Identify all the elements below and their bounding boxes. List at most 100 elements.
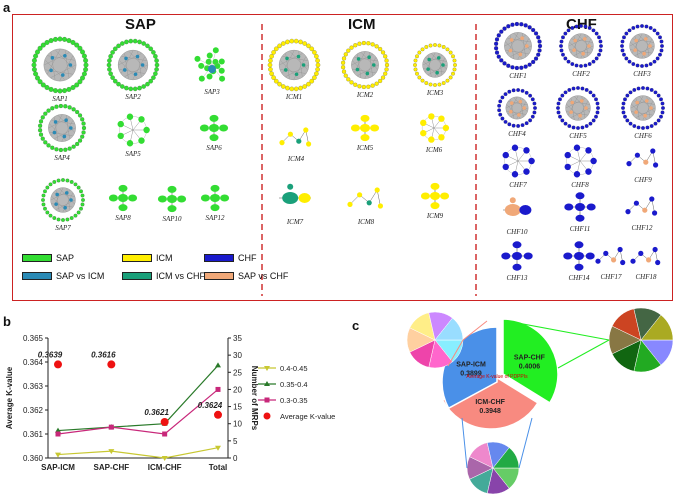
network-label: CHF18	[635, 273, 657, 281]
network-chf7	[502, 144, 535, 178]
legend-icm-vs-chf: ICM vs CHF	[122, 271, 205, 281]
y2-tick-label: 0	[233, 454, 238, 463]
connector-line	[462, 320, 488, 341]
network-label: ICM4	[287, 155, 305, 163]
data-label: 0.3639	[38, 350, 63, 359]
legend-swatch-icm-vs-chf	[122, 272, 152, 280]
pie-center-text: Average K-value of PDPPIs	[466, 374, 528, 380]
data-point	[215, 445, 221, 451]
y-tick-label: 0.363	[23, 382, 44, 391]
sub-pie	[406, 311, 464, 369]
legend-label-icm-vs-chf: ICM vs CHF	[156, 271, 205, 281]
legend-marker	[263, 412, 271, 420]
section-title-sap: SAP	[125, 16, 156, 33]
connector-line	[506, 320, 610, 341]
legend-icm: ICM	[122, 253, 173, 263]
network-label: SAP7	[55, 224, 71, 232]
pie-label: SAP-CHF	[514, 354, 546, 361]
network-icm4	[279, 127, 312, 147]
data-point	[108, 449, 115, 455]
legend-swatch-sap-vs-icm	[22, 272, 52, 280]
legend-swatch-sap	[22, 254, 52, 262]
data-point	[55, 427, 61, 433]
panel-a-frame	[12, 14, 673, 301]
data-point	[160, 418, 169, 426]
legend-sap-vs-icm: SAP vs ICM	[22, 271, 104, 281]
network-label: CHF10	[506, 228, 528, 236]
network-label: ICM5	[356, 144, 374, 152]
y2-tick-label: 35	[233, 334, 242, 343]
connector-line	[557, 339, 610, 369]
network-label: CHF3	[633, 70, 651, 78]
y2-tick-label: 5	[233, 437, 238, 446]
x-tick-label: Total	[209, 463, 228, 472]
data-point	[214, 410, 222, 419]
pie-label: SAP-ICM	[456, 362, 486, 369]
panel-label-a: a	[3, 0, 11, 15]
legend-marker	[264, 366, 270, 371]
sub-pie	[608, 307, 674, 373]
legend-chf: CHF	[204, 253, 257, 263]
data-point	[55, 431, 61, 437]
network-label: ICM2	[356, 91, 374, 99]
legend-marker	[264, 381, 270, 386]
network-label: CHF5	[569, 132, 587, 140]
network-label: SAP5	[125, 150, 141, 158]
legend-sap: SAP	[22, 253, 74, 263]
pie-label: 0.3948	[479, 408, 501, 415]
connector-line	[518, 417, 533, 469]
network-label: CHF11	[569, 225, 591, 233]
data-point	[215, 362, 221, 368]
y-tick-label: 0.362	[23, 406, 44, 415]
y2-tick-label: 30	[233, 351, 242, 360]
network-label: CHF7	[509, 181, 527, 189]
data-label: 0.3621	[144, 408, 169, 417]
network-icm6	[420, 113, 450, 143]
pie-label: 0.4006	[519, 363, 541, 370]
series-line	[57, 447, 219, 459]
network-label: CHF1	[509, 72, 527, 80]
network-chf12	[625, 196, 658, 216]
network-label: SAP2	[125, 93, 141, 101]
data-point	[108, 424, 114, 430]
network-label: CHF4	[508, 130, 526, 138]
network-sap3	[194, 47, 226, 82]
network-chf6	[621, 86, 665, 130]
legend-swatch-icm	[122, 254, 152, 262]
x-tick-label: SAP-CHF	[94, 463, 130, 472]
section-dividers	[261, 24, 477, 296]
data-point	[161, 456, 168, 461]
network-chf8	[564, 144, 597, 178]
network-label: SAP8	[115, 214, 131, 222]
pie-slice	[502, 318, 559, 404]
network-icm9	[420, 182, 450, 210]
data-point	[162, 431, 168, 437]
y-tick-label: 0.365	[23, 334, 44, 343]
y2-tick-label: 20	[233, 385, 242, 394]
y2-tick-label: 25	[233, 368, 242, 377]
network-label: CHF2	[572, 70, 590, 78]
network-label: SAP6	[206, 144, 222, 152]
connector-line	[461, 417, 468, 469]
data-point	[215, 386, 221, 392]
network-chf1	[494, 21, 543, 71]
network-label: SAP12	[205, 214, 225, 222]
pie-label: ICM-CHF	[475, 399, 505, 406]
network-chf3	[620, 24, 664, 68]
network-chf9	[626, 148, 659, 168]
data-label: 0.3624	[198, 401, 223, 410]
network-sap1	[31, 36, 89, 94]
network-sap12	[200, 184, 230, 212]
network-label: CHF17	[600, 273, 622, 281]
network-chf2	[559, 24, 603, 68]
pie-label: 0.3899	[460, 371, 482, 378]
network-label: CHF14	[568, 274, 590, 282]
network-icm1	[267, 38, 321, 92]
network-label: ICM1	[285, 93, 303, 101]
chart-b: 0.3600.3610.3620.3630.3640.3650510152025…	[5, 334, 335, 472]
legend-swatch-sap-vs-chf	[204, 272, 234, 280]
network-label: CHF6	[634, 132, 652, 140]
network-icm3	[413, 43, 457, 87]
data-point	[54, 360, 62, 369]
